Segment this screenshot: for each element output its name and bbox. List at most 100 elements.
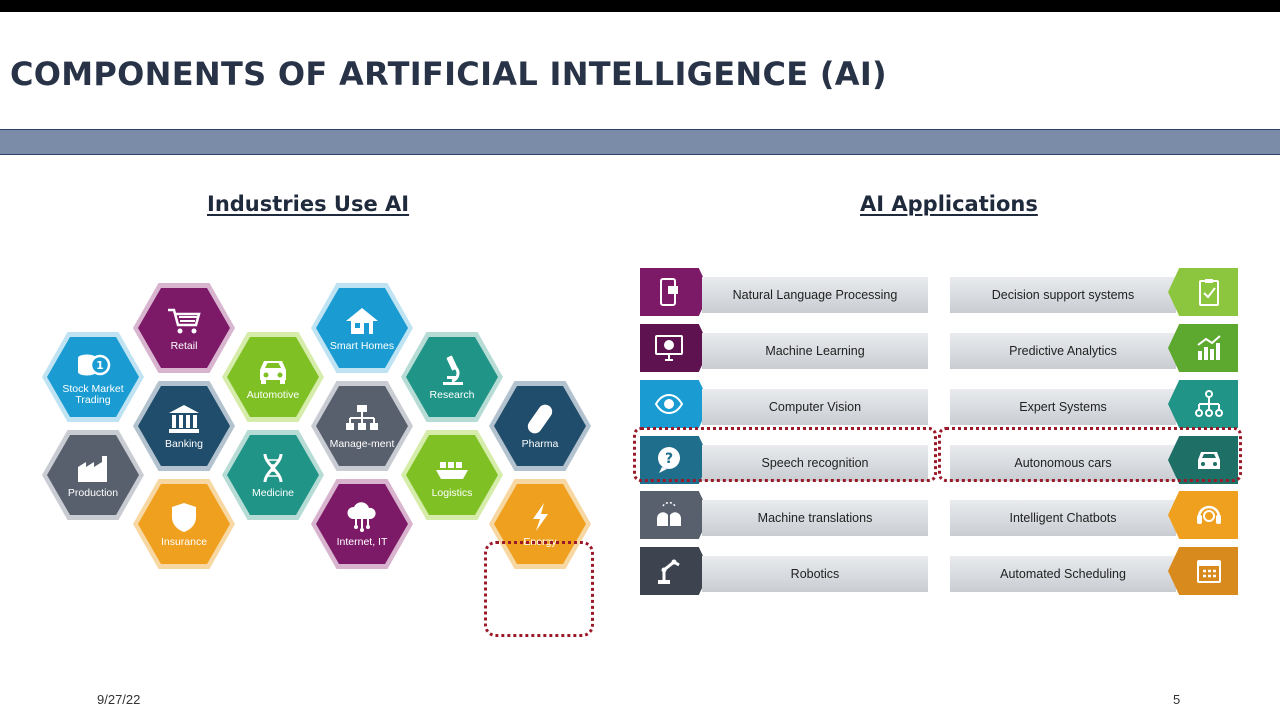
industry-hex-research: Research: [401, 332, 503, 422]
app-icon-tile: [640, 324, 710, 372]
speech-recognition-highlight-box: [633, 427, 937, 482]
industries-heading: Industries Use AI: [207, 192, 410, 216]
coins-icon: 1: [78, 354, 111, 376]
app-label: Intelligent Chatbots: [950, 500, 1176, 536]
app-row-machine-learning: Machine Learning: [640, 324, 930, 372]
industry-label: Manage-ment: [329, 437, 395, 450]
app-row-robotics: Robotics: [640, 547, 930, 595]
top-black-bar: [0, 0, 1280, 12]
app-label: Robotics: [702, 556, 928, 592]
industry-hex-internet-it: Internet, IT: [311, 479, 413, 569]
robot-arm-icon: [658, 559, 680, 584]
industry-hex-pharma: Pharma: [489, 381, 591, 471]
title-divider-band: [0, 129, 1280, 155]
industry-hex-energy: Energy: [489, 479, 591, 569]
microscope-icon: [443, 355, 463, 385]
bank-icon: [169, 404, 199, 433]
industry-hex-insurance: Insurance: [133, 479, 235, 569]
clipboard-check-icon: [1199, 279, 1219, 306]
industry-hex-medicine: Medicine: [222, 430, 324, 520]
app-icon-tile: [1168, 436, 1238, 484]
industry-hex-stock-market: 1 Stock Market Trading: [42, 332, 144, 422]
app-row-decision-support: Decision support systems: [943, 268, 1238, 316]
svg-text:?: ?: [665, 451, 673, 467]
eye-icon: [654, 393, 684, 415]
app-icon-tile: [1168, 491, 1238, 539]
svg-text:1: 1: [96, 359, 104, 372]
app-row-predictive-analytics: Predictive Analytics: [943, 324, 1238, 372]
headset-icon: [1197, 505, 1221, 524]
app-icon-tile: [1168, 380, 1238, 428]
autonomous-cars-highlight-box: [938, 427, 1242, 482]
industry-label: Production: [67, 486, 119, 499]
industry-label: Research: [429, 388, 475, 401]
app-icon-tile: [640, 491, 710, 539]
app-icon-tile: [1168, 547, 1238, 595]
industry-hex-banking: Banking: [133, 381, 235, 471]
app-row-nlp: Natural Language Processing: [640, 268, 930, 316]
car-icon: [260, 360, 286, 384]
dna-icon: [263, 453, 283, 482]
cloud-network-icon: [347, 501, 376, 532]
shield-icon: [172, 502, 196, 532]
question-bubble-icon: ?: [658, 447, 680, 473]
phone-chat-icon: [660, 278, 678, 306]
hierarchy-icon: [1195, 390, 1223, 417]
slide-date: 9/27/22: [97, 692, 141, 707]
industry-label: Logistics: [431, 486, 473, 499]
app-icon-tile: ?: [640, 436, 710, 484]
app-label: Machine Learning: [702, 333, 928, 369]
energy-highlight-box: [484, 541, 594, 637]
org-chart-icon: [346, 404, 378, 430]
heads-icon: [657, 501, 681, 526]
lightning-icon: [533, 502, 548, 531]
app-row-computer-vision: Computer Vision: [640, 380, 930, 428]
app-label: Computer Vision: [702, 389, 928, 425]
app-label: Decision support systems: [950, 277, 1176, 313]
industry-hex-logistics: Logistics: [401, 430, 503, 520]
industry-label: Medicine: [251, 486, 295, 499]
industry-label: Smart Homes: [329, 339, 395, 352]
app-label: Automated Scheduling: [950, 556, 1176, 592]
industry-hex-retail: Retail: [133, 283, 235, 373]
industry-label: Banking: [165, 437, 203, 450]
industry-label: Internet, IT: [336, 535, 388, 548]
factory-icon: [78, 455, 107, 482]
app-icon-tile: [1168, 324, 1238, 372]
app-label: Predictive Analytics: [950, 333, 1176, 369]
app-label: Speech recognition: [702, 445, 928, 481]
shopping-cart-icon: [168, 308, 201, 333]
app-row-speech-recognition: ? Speech recognition: [640, 436, 930, 484]
industry-hex-automotive: Automotive: [222, 332, 324, 422]
industry-hex-management: Manage-ment: [311, 381, 413, 471]
industry-hex-smart-homes: Smart Homes: [311, 283, 413, 373]
app-label: Autonomous cars: [950, 445, 1176, 481]
house-icon: [346, 307, 378, 334]
app-label: Expert Systems: [950, 389, 1176, 425]
industry-hex-production: Production: [42, 430, 144, 520]
slide-title: COMPONENTS OF ARTIFICIAL INTELLIGENCE (A…: [10, 55, 887, 93]
app-row-expert-systems: Expert Systems: [943, 380, 1238, 428]
industry-label: Automotive: [246, 388, 300, 401]
industry-label: Stock Market Trading: [62, 383, 124, 406]
app-label: Natural Language Processing: [702, 277, 928, 313]
industry-label: Retail: [170, 339, 198, 352]
app-row-machine-translations: Machine translations: [640, 491, 930, 539]
monitor-brain-icon: [655, 335, 683, 361]
calendar-icon: [1197, 560, 1221, 583]
bar-chart-icon: [1197, 335, 1221, 360]
app-icon-tile: [1168, 268, 1238, 316]
industry-label: Insurance: [160, 535, 208, 548]
app-label: Machine translations: [702, 500, 928, 536]
ship-icon: [436, 461, 468, 479]
car-icon: [1198, 452, 1220, 469]
industry-label: Pharma: [521, 437, 559, 450]
app-row-autonomous-cars: Autonomous cars: [943, 436, 1238, 484]
app-icon-tile: [640, 268, 710, 316]
app-row-intelligent-chatbots: Intelligent Chatbots: [943, 491, 1238, 539]
slide-page-number: 5: [1173, 692, 1181, 707]
app-icon-tile: [640, 380, 710, 428]
app-row-automated-scheduling: Automated Scheduling: [943, 547, 1238, 595]
applications-heading: AI Applications: [860, 192, 1038, 216]
pill-icon: [527, 404, 553, 433]
